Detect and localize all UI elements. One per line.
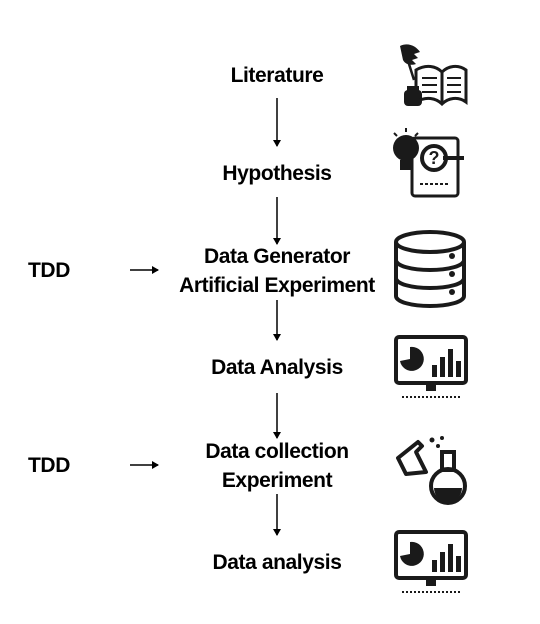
step-label: Data collection [205,440,349,463]
step-literature: Literature [157,61,397,90]
database-icon [392,230,468,308]
step-hypothesis: Hypothesis [157,159,397,188]
step-label: Data Analysis [211,356,343,379]
step-label-line-2: Experiment [221,469,333,492]
lab-flask-icon [392,432,468,506]
book-quill-icon [390,40,470,112]
tdd-label: TDD [28,454,70,477]
step-data-collection: Data collection Experiment [157,437,397,495]
monitor-chart-icon [394,335,468,405]
lightbulb-question-icon: ? [390,126,470,198]
step-label: Hypothesis [222,162,332,185]
step-label: Literature [230,64,324,87]
tdd-label: TDD [28,259,70,282]
monitor-chart-icon [394,530,468,600]
step-label: Data analysis [212,551,342,574]
svg-text:?: ? [429,148,440,168]
step-label: Data Generator [203,245,351,268]
step-data-analysis: Data Analysis [157,353,397,382]
step-label-line-2: Artificial Experiment [179,274,375,297]
step-data-analysis-final: Data analysis [157,548,397,577]
step-data-generator: Data Generator Artificial Experiment [147,242,407,300]
